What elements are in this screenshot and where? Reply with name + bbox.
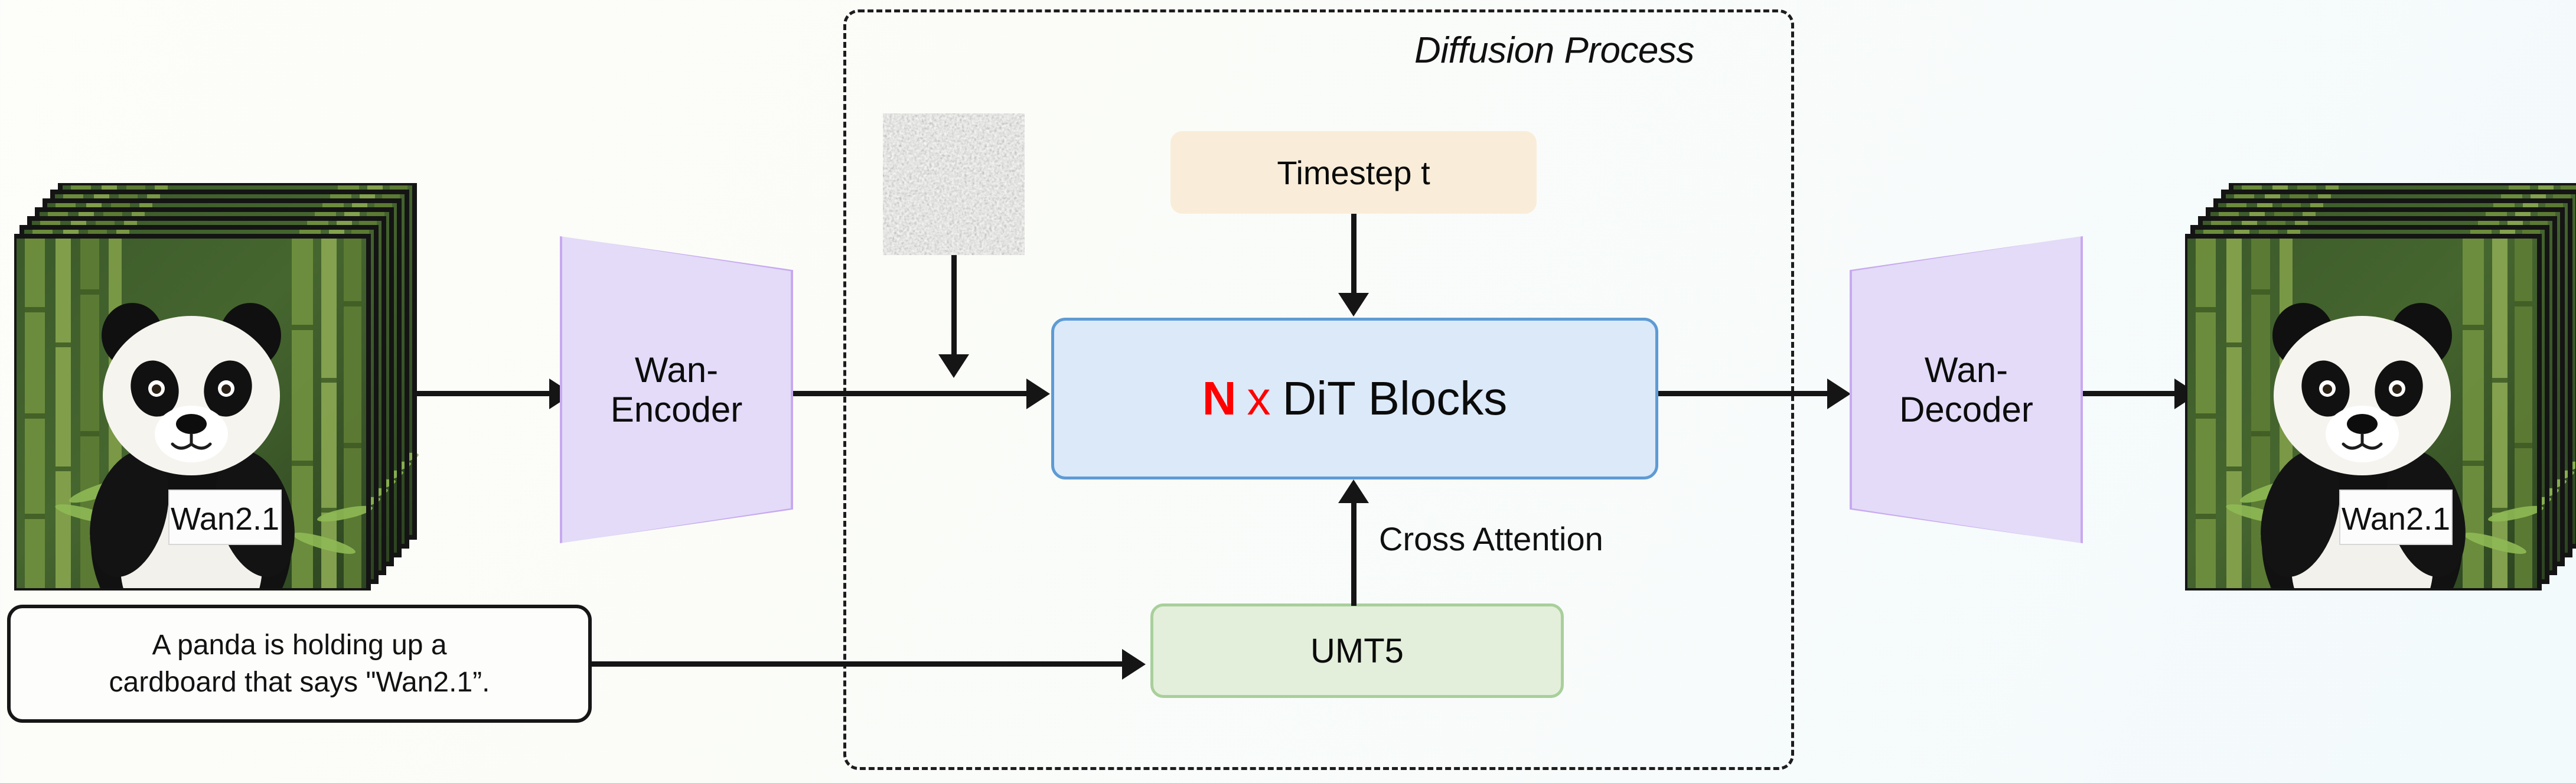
arrow-prompt-to-umt5 <box>1122 649 1146 680</box>
timestep-label: Timestep t <box>1277 154 1430 191</box>
wan-encoder-label-line1: Wan- <box>634 350 719 390</box>
arrow-dit-to-decoder <box>1827 379 1851 409</box>
wan-decoder-node[interactable]: Wan- Decoder <box>1850 236 2083 543</box>
prompt-line-2: cardboard that says "Wan2.1”. <box>109 667 490 698</box>
prompt-line-1: A panda is holding up a <box>152 629 447 661</box>
arrow-encoder-to-dit <box>1026 379 1050 409</box>
dit-blocks-label: DiT Blocks <box>1282 372 1508 425</box>
output-video-frames <box>2183 181 2576 590</box>
noise-svg <box>883 113 1025 255</box>
wan-decoder-label-line1: Wan- <box>1924 350 2008 390</box>
wan-encoder-label-line2: Encoder <box>610 390 743 429</box>
connector-umt5-to-dit <box>1351 501 1357 606</box>
umt5-node[interactable]: UMT5 <box>1150 603 1564 698</box>
input-frames-svg: Wan2.1 <box>12 181 428 590</box>
diffusion-process-container <box>843 9 1794 770</box>
noise-latent-patch <box>883 113 1025 255</box>
arrow-noise-to-dit <box>938 354 969 378</box>
wan-decoder-label-line2: Decoder <box>1899 390 2033 429</box>
frame-layer <box>12 181 420 590</box>
input-video-frames: Wan2.1 <box>12 181 428 590</box>
dit-blocks-node[interactable]: N x DiT Blocks <box>1051 318 1658 479</box>
connector-dit-to-decoder <box>1658 391 1843 396</box>
arrow-timestep-to-dit <box>1338 293 1369 317</box>
umt5-label: UMT5 <box>1310 631 1404 670</box>
arrow-umt5-to-dit <box>1338 479 1369 503</box>
diffusion-process-label: Diffusion Process <box>1414 30 1694 71</box>
dit-multiply-sign: x <box>1247 372 1271 425</box>
connector-timestep-to-dit <box>1351 214 1357 295</box>
connector-decoder-to-output <box>2083 391 2189 396</box>
dit-repeat-count: N <box>1202 372 1237 425</box>
connector-prompt-to-umt5 <box>592 661 1126 667</box>
timestep-node[interactable]: Timestep t <box>1170 131 1537 214</box>
output-frames-svg <box>2183 181 2576 590</box>
text-prompt-box[interactable]: A panda is holding up a cardboard that s… <box>7 605 592 723</box>
cross-attention-label: Cross Attention <box>1379 520 1603 557</box>
connector-noise-to-dit <box>951 255 957 357</box>
connector-encoder-to-dit <box>793 391 1041 396</box>
wan-encoder-node[interactable]: Wan- Encoder <box>560 236 793 543</box>
connector-frames-to-encoder <box>413 391 553 396</box>
